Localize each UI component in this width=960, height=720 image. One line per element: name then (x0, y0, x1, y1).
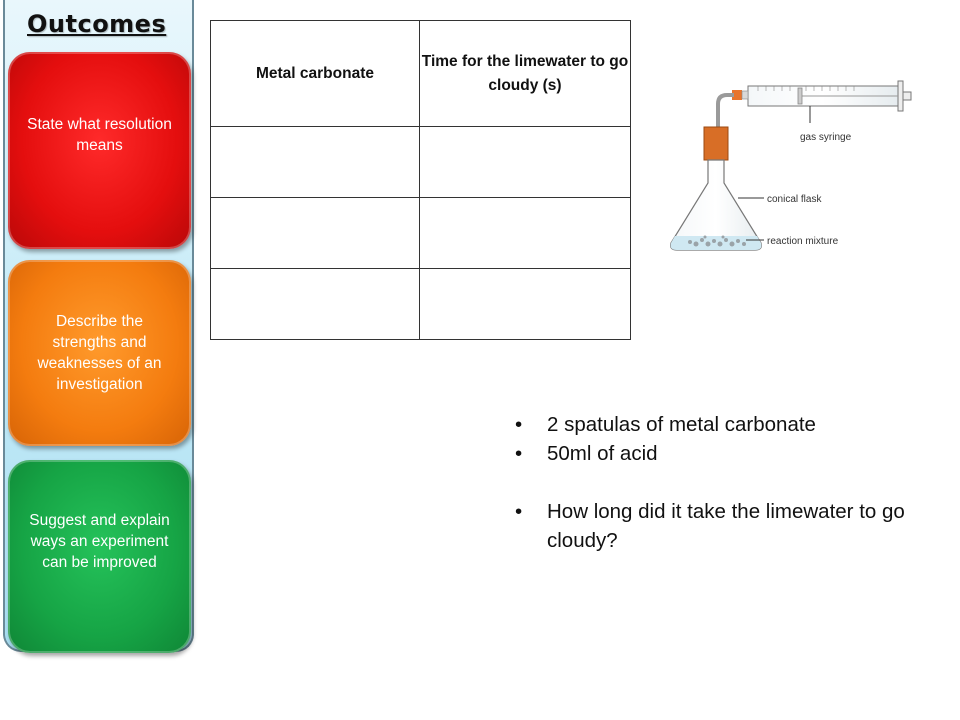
flask-bung (703, 126, 729, 161)
table-cell[interactable] (210, 197, 420, 269)
outcome-card-strengths: Describe the strengths and weaknesses of… (8, 260, 191, 446)
table-cell[interactable] (419, 197, 631, 269)
gas-syringe-drawing (732, 80, 912, 112)
reaction-mixture-drawing (670, 236, 762, 250)
list-item: 2 spatulas of metal carbonate (513, 410, 933, 439)
method-bullet-list: 2 spatulas of metal carbonate 50ml of ac… (513, 410, 933, 555)
conical-flask-label: conical flask (767, 194, 822, 205)
outcomes-panel: Outcomes State what resolution means Des… (3, 0, 194, 653)
table-cell[interactable] (210, 268, 420, 340)
table-row (210, 126, 631, 198)
list-item: How long did it take the limewater to go… (513, 497, 933, 555)
table-cell[interactable] (210, 126, 420, 198)
gas-syringe-label: gas syringe (800, 132, 852, 143)
outcome-card-improve: Suggest and explain ways an experiment c… (8, 460, 191, 653)
outcome-text: Describe the strengths and weaknesses of… (37, 313, 162, 393)
apparatus-diagram: gas syringe conical flask reaction mixtu… (670, 80, 912, 251)
outcome-card-resolution: State what resolution means (8, 52, 191, 249)
header-time-cloudy: Time for the limewater to go cloudy (s) (419, 20, 631, 127)
delivery-tube (716, 93, 734, 136)
list-item: 50ml of acid (513, 439, 933, 468)
outcomes-title: Outcomes (27, 10, 167, 38)
reaction-mixture-label: reaction mixture (767, 236, 839, 247)
table-cell[interactable] (419, 126, 631, 198)
outcome-text: Suggest and explain ways an experiment c… (29, 512, 170, 571)
header-metal-carbonate: Metal carbonate (210, 20, 420, 127)
table-header-row: Metal carbonate Time for the limewater t… (210, 20, 631, 127)
results-table: Metal carbonate Time for the limewater t… (210, 20, 631, 340)
table-row (210, 197, 631, 269)
table-row (210, 268, 631, 340)
outcome-text: State what resolution means (27, 116, 172, 154)
table-cell[interactable] (419, 268, 631, 340)
